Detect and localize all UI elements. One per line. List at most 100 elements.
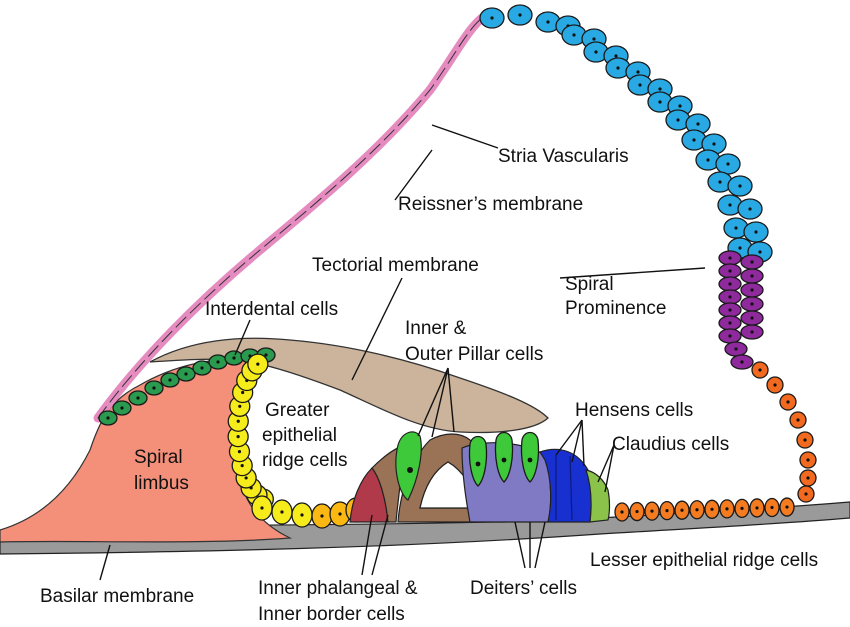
spiral-prominence-cell-nucleus	[750, 260, 754, 264]
stria-cell-nucleus	[592, 37, 596, 41]
outer-hair-cell-nucleus	[475, 461, 481, 467]
spiral-prominence-cell-nucleus	[728, 334, 732, 338]
interdental-cell-nucleus	[136, 396, 140, 400]
stria-cell-nucleus	[712, 142, 716, 146]
outer-hair-cells	[468, 431, 540, 487]
label-inner-phalangeal-2: Inner border cells	[258, 604, 405, 625]
spiral-prominence-cell-nucleus	[728, 269, 732, 273]
greater-ridge-cell-nucleus	[300, 513, 304, 517]
spiral-prominence-cell-nucleus	[728, 308, 732, 312]
outer-sulcus-cell-nucleus	[804, 492, 808, 496]
outer-sulcus-cell-nucleus	[806, 476, 810, 480]
interdental-cell-nucleus	[168, 378, 172, 382]
greater-ridge-cell-nucleus	[241, 390, 245, 395]
interdental-cell-nucleus	[216, 360, 220, 364]
stria-cell-nucleus	[616, 66, 620, 70]
spiral-prominence-cell-nucleus	[734, 347, 738, 351]
lesser-ridge-cell-nucleus	[620, 510, 624, 514]
stria-cell-nucleus	[726, 162, 730, 166]
greater-ridge-cell-nucleus	[236, 419, 240, 423]
stria-cell-nucleus	[490, 16, 494, 20]
leader-lines	[99, 124, 706, 581]
stria-cell-nucleus	[718, 180, 722, 184]
label-stria-vascularis: Stria Vascularis	[498, 146, 629, 167]
outer-sulcus-cell-nucleus	[758, 368, 762, 372]
interdental-cell-nucleus	[232, 356, 236, 360]
spiral-prominence-cell-nucleus	[750, 288, 754, 292]
label-claudius-cells: Claudius cells	[612, 434, 729, 455]
outer-sulcus-cell-nucleus	[803, 438, 807, 442]
interdental-cell-nucleus	[152, 386, 156, 390]
lesser-ridge-cell-nucleus	[770, 505, 774, 510]
lesser-ridge-cell-nucleus	[710, 507, 714, 511]
spiral-prominence-cell-nucleus	[728, 295, 732, 299]
outer-sulcus-cell-nucleus	[806, 458, 810, 462]
stria-cell-nucleus	[658, 87, 662, 91]
spiral-prominence-cell-nucleus	[728, 321, 732, 325]
label-hensens-cells: Hensens cells	[575, 400, 693, 421]
interdental-cell-nucleus	[120, 406, 124, 410]
greater-ridge-cell-nucleus	[338, 512, 342, 516]
outer-sulcus-cell-nucleus	[796, 418, 800, 422]
lesser-ridge-cell-nucleus	[650, 509, 654, 513]
label-greater-ridge-2: epithelial	[262, 425, 337, 446]
stria-cell-nucleus	[658, 100, 662, 104]
stria-cell-nucleus	[636, 70, 640, 74]
stria-cell-nucleus	[738, 246, 742, 250]
lesser-ridge-cell-nucleus	[740, 506, 744, 510]
lesser-ridge-cell-nucleus	[695, 508, 699, 512]
lesser-ridge-cell-nucleus	[725, 507, 729, 511]
stria-cell-nucleus	[676, 118, 680, 122]
label-spiral-limbus-1: Spiral	[134, 447, 183, 468]
label-inner-phalangeal-1: Inner phalangeal &	[258, 578, 418, 599]
stria-cell-nucleus	[706, 158, 710, 162]
stria-cell-nucleus	[692, 138, 696, 142]
outer-hair-cell	[468, 435, 488, 487]
label-lesser-ridge: Lesser epithelial ridge cells	[590, 550, 818, 571]
greater-ridge-cell-nucleus	[260, 506, 264, 510]
greater-ridge-cell-nucleus	[237, 450, 242, 454]
outer-sulcus-cells	[751, 361, 817, 503]
stria-cell-nucleus	[572, 33, 576, 37]
stria-vascularis-cells	[479, 4, 773, 263]
spiral-prominence-cell-nucleus	[750, 316, 754, 320]
interdental-cell-nucleus	[184, 372, 188, 376]
outer-sulcus-cell-nucleus	[773, 383, 777, 387]
lesser-ridge-cell-nucleus	[785, 505, 789, 509]
outer-hair-cell	[494, 431, 514, 483]
label-pillar-1: Inner &	[405, 318, 467, 339]
stria-cell-nucleus	[754, 230, 758, 234]
stria-cell-nucleus	[594, 50, 598, 54]
greater-ridge-cell-nucleus	[256, 362, 260, 366]
label-reissners-membrane: Reissner’s membrane	[398, 194, 583, 215]
label-greater-ridge-3: ridge cells	[262, 450, 348, 471]
stria-cell-nucleus	[678, 104, 682, 108]
spiral-prominence-cell-nucleus	[728, 256, 732, 260]
label-spiral-prominence-1: Spiral	[565, 274, 614, 295]
interdental-cell-nucleus	[106, 416, 110, 420]
stria-cell-nucleus	[738, 184, 742, 188]
greater-ridge-cell-nucleus	[280, 510, 284, 514]
greater-ridge-cell-nucleus	[240, 464, 244, 468]
spiral-prominence-cell-nucleus	[750, 302, 754, 306]
spiral-prominence-cell-nucleus	[728, 282, 732, 286]
lesser-ridge-cell-nucleus	[635, 509, 639, 514]
outer-hair-cell-nucleus	[527, 457, 533, 463]
label-pillar-2: Outer Pillar cells	[405, 344, 543, 365]
stria-cell-nucleus	[518, 13, 522, 17]
stria-cell-nucleus	[748, 207, 752, 211]
lesser-ridge-cell-nucleus	[665, 509, 669, 513]
outer-hair-cell-nucleus	[501, 457, 507, 463]
interdental-cell-nucleus	[264, 353, 268, 357]
stria-cell-nucleus	[728, 203, 732, 207]
spiral-prominence-cell-nucleus	[750, 274, 754, 278]
outer-hair-cell	[520, 431, 540, 483]
stria-cell-nucleus	[734, 226, 738, 230]
interdental-cell-nucleus	[200, 366, 204, 370]
stria-cell-nucleus	[546, 20, 550, 24]
spiral-prominence-cells	[718, 250, 764, 370]
stria-cell-nucleus	[638, 83, 642, 87]
stria-cell-nucleus	[614, 54, 618, 58]
